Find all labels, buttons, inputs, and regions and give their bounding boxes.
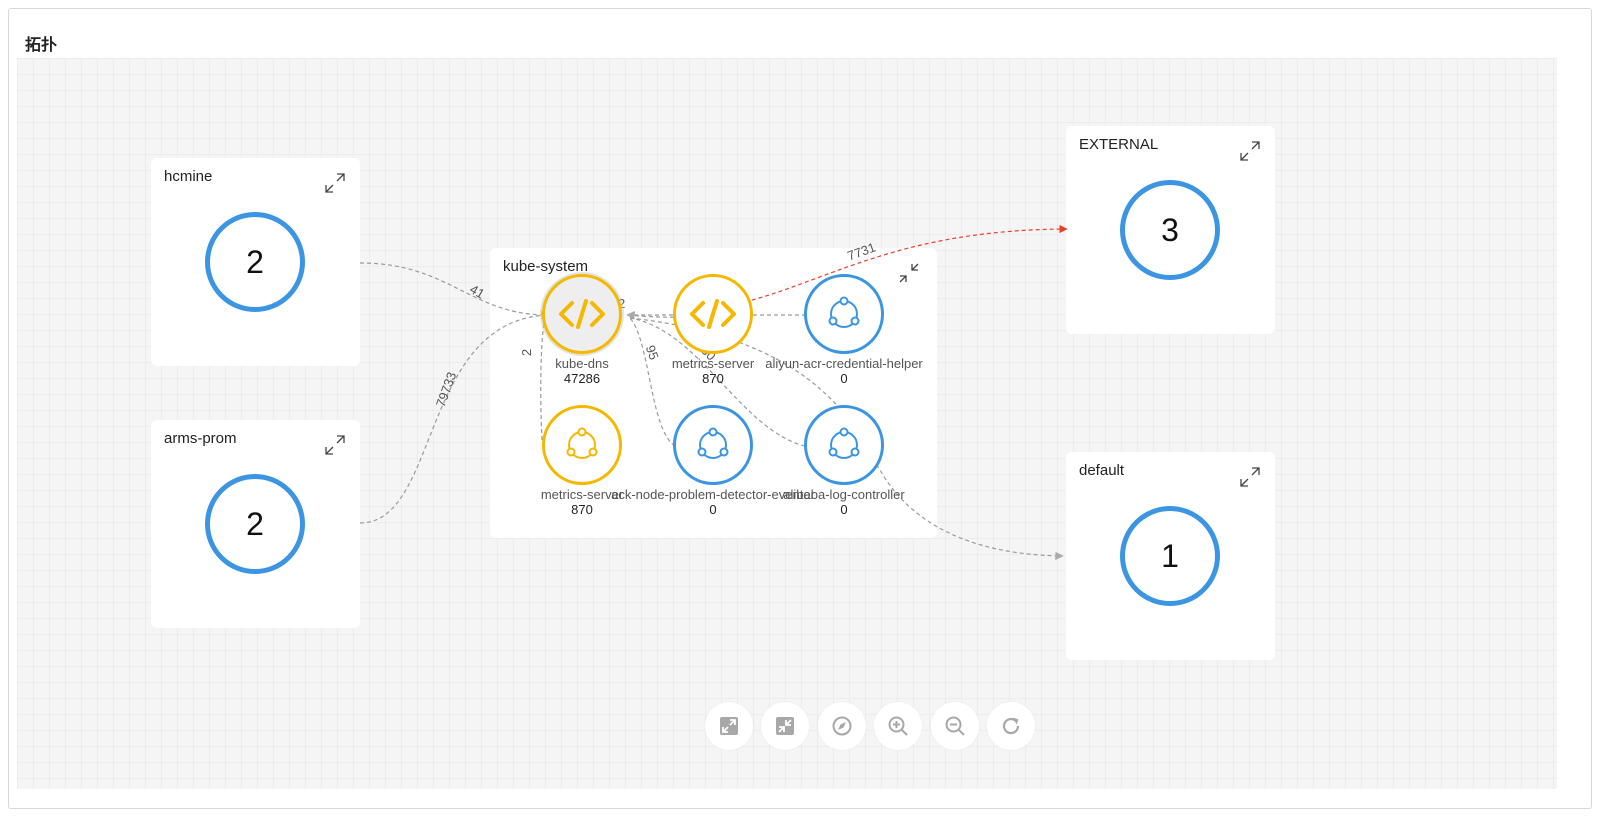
code-icon bbox=[690, 299, 736, 329]
group-count-circle[interactable]: 2 bbox=[205, 212, 305, 312]
zoom-out-icon bbox=[945, 716, 965, 736]
node-label: metrics-server bbox=[671, 356, 755, 371]
group-title: EXTERNAL bbox=[1079, 136, 1159, 153]
edge-label: 2 bbox=[519, 348, 535, 357]
node-metrics-server[interactable] bbox=[673, 274, 753, 354]
group-title: hcmine bbox=[164, 168, 213, 185]
group-title: default bbox=[1079, 462, 1125, 479]
node-kube-dns[interactable] bbox=[542, 274, 622, 354]
node-label: ack-node-problem-detector-eventer bbox=[611, 487, 815, 502]
node-metrics-server-2[interactable] bbox=[542, 405, 622, 485]
node-count: 0 bbox=[709, 502, 717, 517]
node-ack-node-problem-detector-eventer[interactable] bbox=[673, 405, 753, 485]
group-hcmine[interactable]: hcmine 2 bbox=[151, 158, 360, 366]
code-icon bbox=[559, 299, 605, 329]
expand-all-button[interactable] bbox=[705, 702, 753, 750]
expand-icon[interactable] bbox=[1239, 466, 1261, 488]
service-icon bbox=[566, 427, 598, 459]
collapse-all-button[interactable] bbox=[761, 702, 809, 750]
node-alibaba-log-controller[interactable] bbox=[804, 405, 884, 485]
group-count-circle[interactable]: 2 bbox=[205, 474, 305, 574]
group-title: kube-system bbox=[503, 258, 589, 275]
group-external[interactable]: EXTERNAL 3 bbox=[1066, 126, 1275, 334]
node-count: 0 bbox=[840, 502, 848, 517]
group-count-circle[interactable]: 1 bbox=[1120, 506, 1220, 606]
node-label: metrics-server bbox=[540, 487, 624, 502]
node-count: 0 bbox=[840, 371, 848, 386]
compass-icon bbox=[832, 716, 852, 736]
node-count: 870 bbox=[702, 371, 724, 386]
expand-all-icon bbox=[720, 717, 738, 735]
expand-icon[interactable] bbox=[324, 172, 346, 194]
group-title: arms-prom bbox=[164, 430, 237, 447]
collapse-all-icon bbox=[776, 717, 794, 735]
refresh-button[interactable] bbox=[987, 702, 1035, 750]
expand-icon[interactable] bbox=[324, 434, 346, 456]
refresh-icon bbox=[1002, 717, 1020, 735]
page-title: 拓扑 bbox=[25, 37, 58, 54]
service-icon bbox=[828, 296, 860, 328]
collapse-icon[interactable] bbox=[898, 262, 920, 284]
service-icon bbox=[828, 427, 860, 459]
group-arms-prom[interactable]: arms-prom 2 bbox=[151, 420, 360, 628]
node-aliyun-acr-credential-helper[interactable] bbox=[804, 274, 884, 354]
zoom-in-icon bbox=[888, 716, 908, 736]
zoom-out-button[interactable] bbox=[931, 702, 979, 750]
node-count: 870 bbox=[571, 502, 593, 517]
node-label: kube-dns bbox=[555, 356, 609, 371]
node-label: aliyun-acr-credential-helper bbox=[765, 356, 923, 371]
group-count-circle[interactable]: 3 bbox=[1120, 180, 1220, 280]
expand-icon[interactable] bbox=[1239, 140, 1261, 162]
group-default[interactable]: default 1 bbox=[1066, 452, 1275, 660]
compass-button[interactable] bbox=[818, 702, 866, 750]
node-label: alibaba-log-controller bbox=[783, 487, 905, 502]
node-count: 47286 bbox=[563, 371, 601, 386]
edge-label: 2 bbox=[618, 296, 626, 311]
service-icon bbox=[697, 427, 729, 459]
zoom-in-button[interactable] bbox=[874, 702, 922, 750]
